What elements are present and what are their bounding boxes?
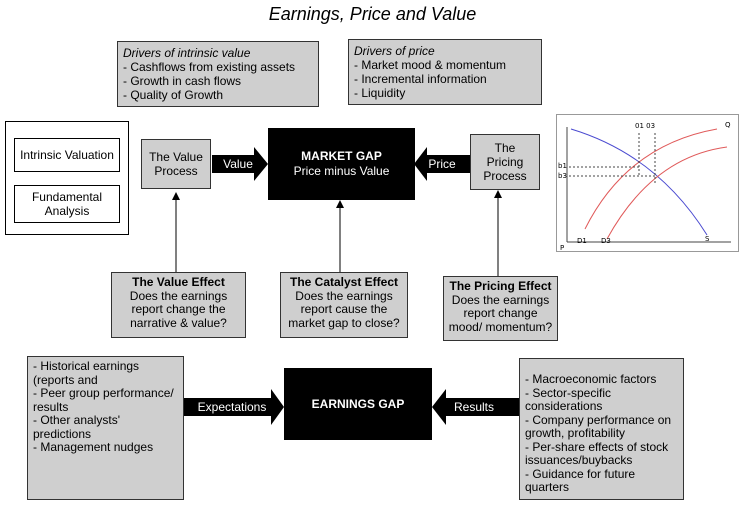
- drivers-value-item: - Growth in cash flows: [123, 74, 242, 88]
- market-gap-box: MARKET GAP Price minus Value: [268, 128, 415, 200]
- chart-label-d1: D1: [577, 237, 587, 245]
- chart-label-q: Q: [725, 121, 731, 129]
- pricing-effect-title: The Pricing Effect: [449, 279, 552, 293]
- results-arrow-label: Results: [453, 400, 494, 414]
- expectations-item: - Historical earnings (reports and: [33, 359, 140, 387]
- expectations-item: - Other analysts' predictions: [33, 413, 120, 441]
- chart-label-top: 01 03: [635, 122, 655, 130]
- drivers-price-item: - Incremental information: [354, 72, 487, 86]
- price-arrow-label: Price: [428, 157, 456, 171]
- pricing-effect-box: The Pricing Effect Does the earnings rep…: [443, 276, 558, 341]
- results-item: - Per-share effects of stock issuances/b…: [525, 439, 669, 467]
- pricing-process-box: The Pricing Process: [470, 134, 540, 190]
- expectations-item: - Peer group performance/ results: [33, 386, 174, 414]
- legend-fundamental-analysis: Fundamental Analysis: [14, 185, 120, 223]
- supply-demand-chart: 01 03 Q P b1 b3 D1 D3 S: [556, 114, 739, 252]
- catalyst-effect-body: Does the earnings report cause the marke…: [288, 288, 400, 330]
- value-process-box: The Value Process: [141, 139, 211, 189]
- results-item: - Sector-specific considerations: [525, 385, 612, 413]
- expectations-arrow-label: Expectations: [197, 400, 267, 414]
- market-gap-subtitle: Price minus Value: [293, 164, 390, 178]
- page-title: Earnings, Price and Value: [268, 4, 477, 24]
- chart-label-p1: b1: [558, 162, 567, 170]
- earnings-gap-title: EARNINGS GAP: [311, 397, 405, 411]
- drivers-price-item: - Market mood & momentum: [354, 58, 507, 72]
- results-item: - Company performance on growth, profita…: [525, 412, 672, 440]
- market-gap-title: MARKET GAP: [301, 149, 382, 163]
- pricing-process-label: The Pricing Process: [483, 141, 527, 183]
- expectations-box: - Historical earnings (reports and - Pee…: [27, 356, 184, 500]
- drivers-of-value-box: Drivers of intrinsic value - Cashflows f…: [117, 41, 319, 107]
- drivers-value-item: - Quality of Growth: [123, 88, 224, 102]
- results-box: - Macroeconomic factors - Sector-specifi…: [519, 358, 684, 500]
- legend-box: Intrinsic Valuation Fundamental Analysis: [5, 121, 129, 235]
- value-effect-body: Does the earnings report change the narr…: [129, 288, 228, 330]
- results-item: - Macroeconomic factors: [525, 372, 657, 386]
- value-effect-box: The Value Effect Does the earnings repor…: [111, 272, 246, 338]
- drivers-price-heading: Drivers of price: [354, 44, 435, 58]
- value-process-label: The Value Process: [149, 150, 203, 178]
- catalyst-effect-title: The Catalyst Effect: [289, 275, 399, 289]
- drivers-value-heading: Drivers of intrinsic value: [123, 46, 251, 60]
- value-arrow-label: Value: [223, 157, 253, 171]
- expectations-item: - Management nudges: [33, 440, 154, 454]
- drivers-of-price-box: Drivers of price - Market mood & momentu…: [348, 39, 542, 105]
- pricing-effect-body: Does the earnings report change mood/ mo…: [448, 292, 553, 334]
- legend-intrinsic-valuation: Intrinsic Valuation: [14, 138, 120, 172]
- results-item: - Guidance for future quarters: [525, 466, 636, 494]
- catalyst-effect-box: The Catalyst Effect Does the earnings re…: [280, 272, 408, 338]
- drivers-price-item: - Liquidity: [354, 86, 406, 100]
- chart-label-p: P: [560, 244, 564, 252]
- chart-label-p3: b3: [558, 172, 567, 180]
- chart-label-d3: D3: [601, 237, 611, 245]
- chart-label-s: S: [705, 235, 710, 243]
- earnings-gap-box: EARNINGS GAP: [284, 368, 432, 440]
- value-effect-title: The Value Effect: [132, 275, 225, 289]
- drivers-value-item: - Cashflows from existing assets: [123, 60, 296, 74]
